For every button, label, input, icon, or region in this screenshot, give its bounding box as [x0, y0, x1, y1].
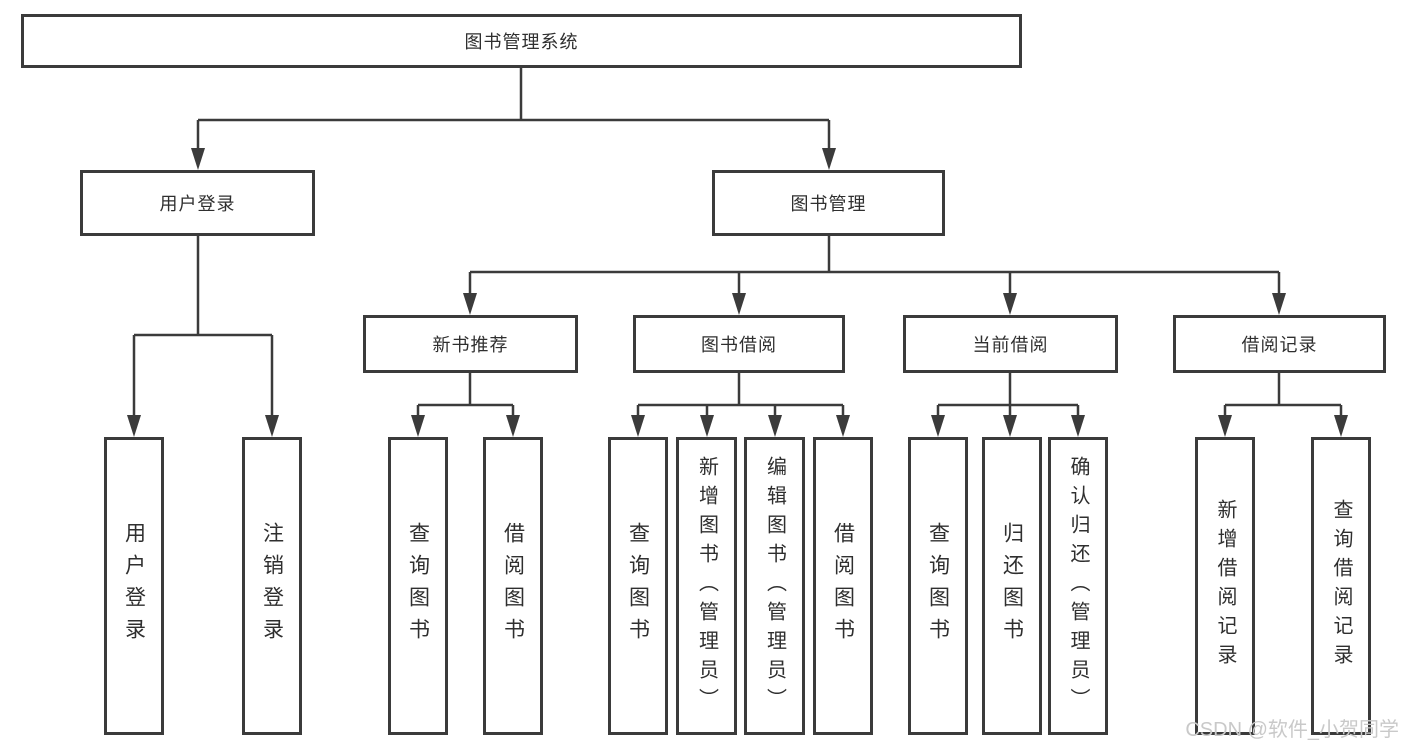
watermark: CSDN @软件_小贺同学 [1185, 719, 1399, 741]
node-root: 图书管理系统 [21, 14, 1022, 68]
leaf-nbr-borrow-books: 借阅图书 [483, 437, 543, 735]
node-current-borrowing: 当前借阅 [903, 315, 1118, 373]
arrowhead-icons [127, 148, 1348, 437]
leaf-logout: 注销登录 [242, 437, 302, 735]
leaf-br-add-record: 新增借阅记录 [1195, 437, 1255, 735]
leaf-bb-query-books: 查询图书 [608, 437, 668, 735]
node-book-borrowing: 图书借阅 [633, 315, 845, 373]
node-new-book-recommend: 新书推荐 [363, 315, 578, 373]
node-borrowing-records: 借阅记录 [1173, 315, 1386, 373]
node-book-management: 图书管理 [712, 170, 945, 236]
leaf-cb-query-books: 查询图书 [908, 437, 968, 735]
leaf-nbr-query-books: 查询图书 [388, 437, 448, 735]
leaf-cb-confirm-return-admin: 确认归还（管理员） [1048, 437, 1108, 735]
leaf-user-login: 用户登录 [104, 437, 164, 735]
leaf-bb-add-books-admin: 新增图书（管理员） [676, 437, 737, 735]
leaf-cb-return-books: 归还图书 [982, 437, 1042, 735]
node-user-login: 用户登录 [80, 170, 315, 236]
leaf-bb-edit-books-admin: 编辑图书（管理员） [744, 437, 805, 735]
leaf-br-query-record: 查询借阅记录 [1311, 437, 1371, 735]
leaf-bb-borrow-books: 借阅图书 [813, 437, 873, 735]
